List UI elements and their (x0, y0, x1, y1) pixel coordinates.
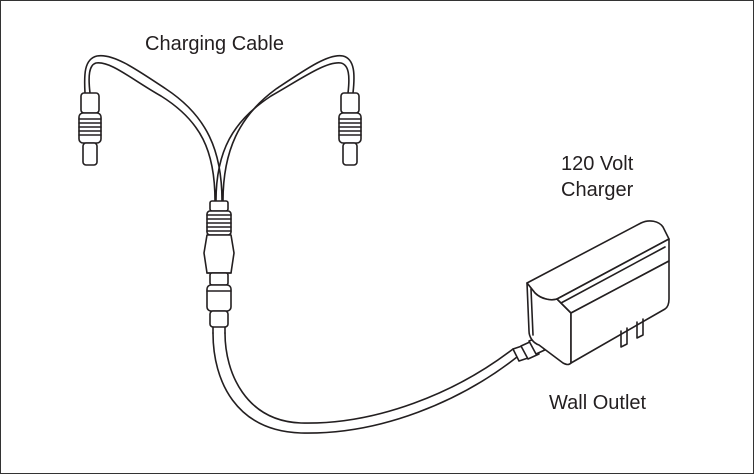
inline-connector (203, 200, 235, 334)
charging-cable (83, 54, 355, 202)
wall-charger (526, 220, 670, 366)
right-barrel-plug (338, 92, 362, 166)
charger-label: 120 Volt Charger (561, 151, 633, 203)
left-barrel-plug (78, 92, 102, 166)
lower-cable (212, 332, 518, 434)
charger-label-line1: 120 Volt (561, 153, 634, 175)
charging-cable-label: Charging Cable (145, 33, 284, 55)
wall-outlet-label: Wall Outlet (549, 392, 647, 414)
charger-label-line2: Charger (561, 179, 634, 201)
